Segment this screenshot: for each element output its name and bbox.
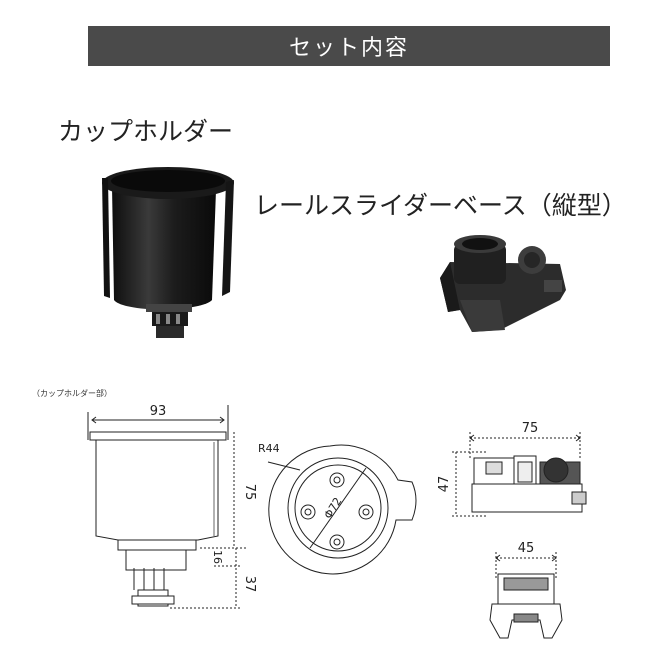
cup-lower-37-dim: 37 bbox=[242, 576, 257, 593]
rail-slider-side-drawing bbox=[452, 432, 587, 517]
section-banner: セット内容 bbox=[88, 26, 610, 66]
drawing-note: （カップホルダー部） bbox=[32, 389, 112, 398]
cup-holder-top-drawing bbox=[267, 444, 417, 575]
rail-slider-label: レールスライダーベース（縦型） bbox=[254, 191, 627, 220]
banner-title: セット内容 bbox=[288, 36, 409, 61]
radius-dim: R44 bbox=[258, 442, 280, 455]
slider-width-bottom-dim: 45 bbox=[518, 541, 535, 556]
cup-lower-16-dim: 16 bbox=[211, 550, 224, 564]
cup-holder-front-drawing bbox=[87, 405, 246, 609]
cup-height-dim: 75 bbox=[242, 484, 257, 501]
slider-width-top-dim: 75 bbox=[522, 421, 539, 436]
cup-holder-image bbox=[102, 167, 234, 338]
rail-slider-front-drawing bbox=[489, 552, 563, 639]
rail-slider-image bbox=[440, 235, 566, 332]
slider-height-dim: 47 bbox=[437, 476, 452, 493]
cup-width-dim: 93 bbox=[150, 404, 167, 419]
cup-holder-label: カップホルダー bbox=[58, 117, 234, 146]
